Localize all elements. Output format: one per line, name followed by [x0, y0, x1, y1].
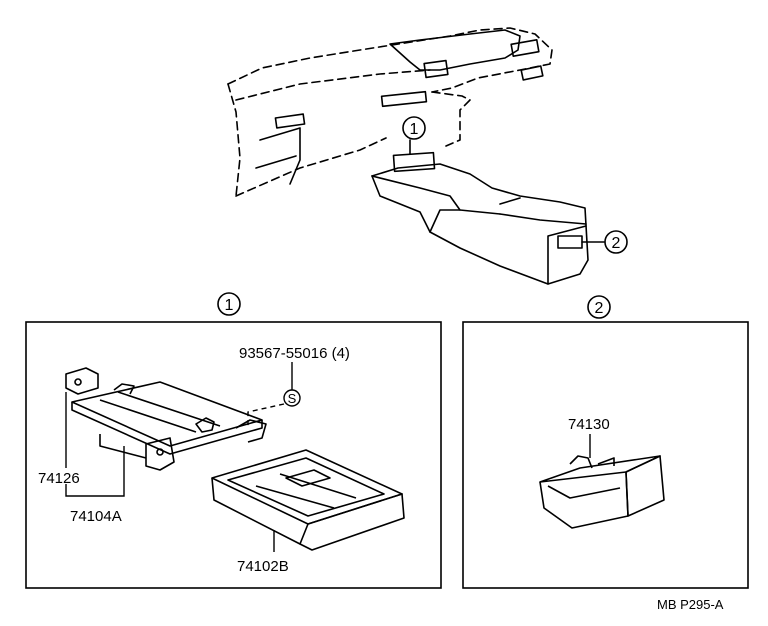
console-outline	[371, 163, 589, 285]
screw-callout	[247, 362, 301, 428]
instrument-hood	[389, 29, 521, 71]
console-top-line	[371, 175, 501, 215]
drawer-divider	[255, 473, 357, 509]
holder-bracket-front	[145, 437, 175, 471]
rear-ashtray-inner	[547, 485, 621, 499]
callout-number: 1	[410, 121, 419, 138]
corner-vent	[520, 65, 544, 81]
rear-ashtray-body	[539, 471, 629, 529]
rear-ashtray-front	[625, 455, 665, 517]
rear-ashtray-clip	[569, 455, 593, 469]
rear-ashtray-location	[557, 235, 583, 249]
left-vent	[274, 113, 306, 129]
console-side-line	[429, 209, 461, 233]
drawer-side	[211, 477, 309, 545]
glovebox-outline	[259, 127, 301, 185]
callout-number: 2	[595, 300, 604, 317]
figure-reference: MB P295-A	[657, 597, 724, 612]
part-label-rear-tray: 74130	[568, 416, 610, 433]
holder-plate-edge	[71, 402, 263, 455]
right-vent	[423, 59, 449, 79]
panel-1-frame	[25, 321, 442, 589]
location-callout-1: 1	[402, 116, 426, 140]
glovebox-line	[255, 155, 297, 169]
callout-circle	[217, 292, 241, 316]
panel-1-leaders	[65, 392, 275, 552]
holder-bracket-leg	[99, 434, 147, 459]
center-vent	[380, 90, 428, 108]
drawer-front	[299, 493, 405, 551]
drawer-pocket	[285, 469, 331, 487]
holder-tab-right	[235, 419, 267, 443]
rear-ashtray-top	[539, 455, 661, 483]
callout-number: 2	[612, 235, 621, 252]
part-label-holder: 74104A	[70, 508, 122, 525]
holder-bracket-assembly	[65, 367, 267, 471]
part-label-front-tray: 74102B	[237, 558, 289, 575]
front-ashtray-drawer	[211, 449, 405, 551]
panel-2-frame	[462, 321, 749, 589]
dashboard-lower-edge	[235, 137, 387, 197]
holder-tab-left	[65, 367, 99, 395]
screw-symbol-circle	[283, 389, 301, 407]
part-label-screw: 93567-55016 (4)	[239, 345, 350, 362]
rear-ashtray-hinge	[597, 457, 615, 466]
screw-symbol-letter: S	[288, 391, 297, 406]
panel-1-header: 1	[217, 292, 241, 316]
far-right-vent	[510, 39, 540, 57]
location-callout-2: 2	[604, 230, 628, 254]
callout-number: 1	[225, 297, 234, 314]
rear-ashtray	[539, 455, 665, 529]
callout-circle	[587, 295, 611, 319]
dashboard-top-outline	[227, 27, 553, 93]
console-mid-line	[499, 213, 587, 225]
dashboard-overview	[227, 27, 605, 285]
callout-circle	[604, 230, 628, 254]
holder-hole	[74, 378, 82, 386]
holder-clip	[195, 417, 215, 433]
callout-circle	[402, 116, 426, 140]
holder-tab-top	[113, 383, 135, 395]
screw-dashed-leader	[247, 403, 285, 428]
panel-2-header: 2	[587, 295, 611, 319]
dashboard-left-edge	[227, 83, 241, 197]
part-label-bracket: 74126	[38, 470, 80, 487]
holder-leader	[65, 446, 125, 497]
dashboard-inner-line	[235, 69, 431, 101]
holder-hole	[156, 448, 164, 456]
dashboard-right-edge	[431, 91, 471, 147]
drawer-inner	[227, 457, 385, 517]
console-armrest	[499, 197, 587, 285]
front-ashtray-location	[392, 151, 436, 173]
